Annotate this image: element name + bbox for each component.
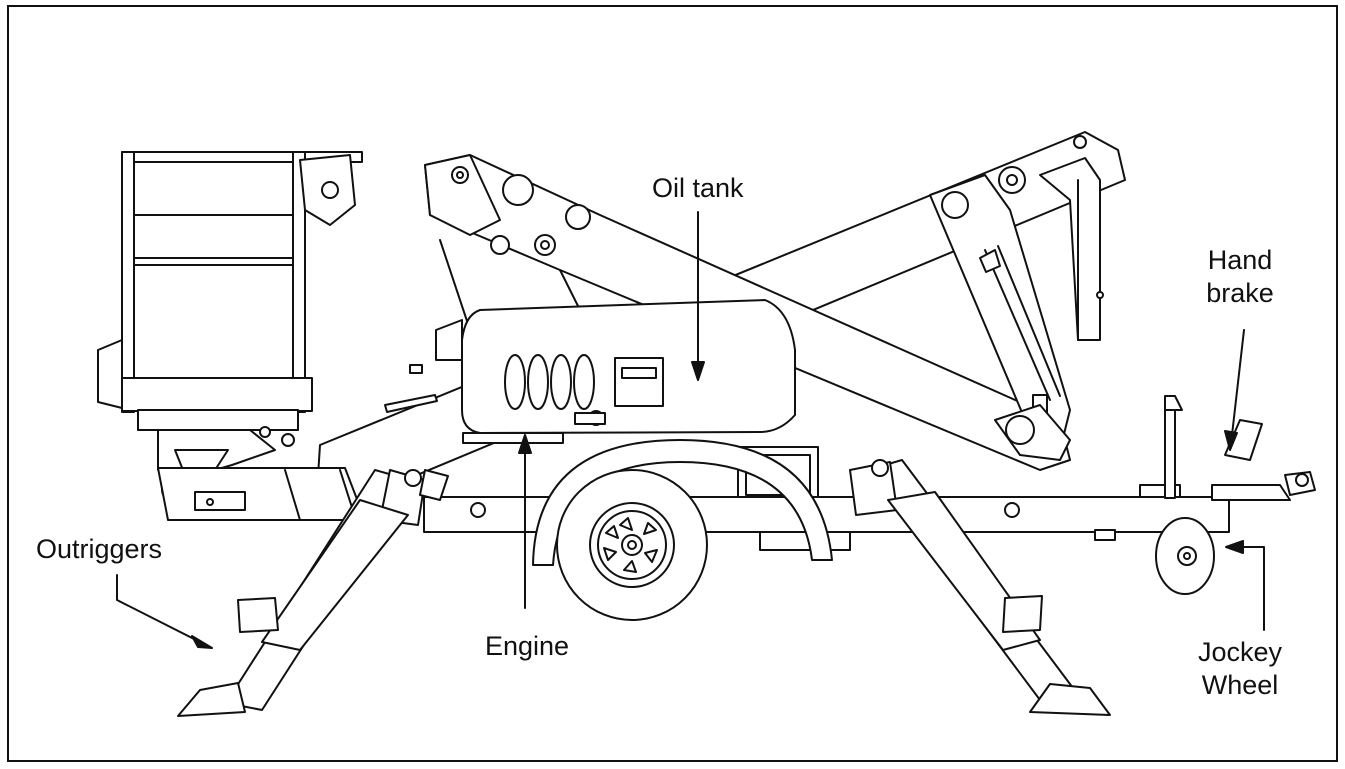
leader-oil-tank [691,211,705,381]
label-engine: Engine [485,630,569,663]
leader-outriggers [116,574,213,649]
jib-arm [157,364,438,521]
label-jockey-wheel-line2: Wheel [1201,670,1279,700]
engine-cover [435,299,796,444]
label-outriggers-text: Outriggers [36,534,163,564]
outrigger-left [177,469,426,717]
label-jockey-wheel-line1: Jockey [1197,637,1283,667]
label-hand-brake-line2: brake [1206,278,1274,308]
label-jockey-wheel: Jockey Wheel [1185,636,1295,702]
label-oil-tank-text: Oil tank [652,173,744,203]
leader-jockey-wheel [1225,540,1265,631]
leader-engine [518,434,532,609]
label-oil-tank: Oil tank [652,172,744,205]
leader-hand-brake [1224,329,1245,451]
label-engine-text: Engine [485,631,570,661]
lift-cylinder [929,174,1071,461]
outrigger-right [849,459,1111,716]
label-hand-brake-line1: Hand [1207,245,1273,275]
label-outriggers: Outriggers [36,533,162,566]
label-hand-brake: Hand brake [1200,244,1280,310]
jockey-wheel-drawing [1155,517,1215,595]
road-wheel [532,439,833,621]
outrigger-left-rear [419,469,449,501]
